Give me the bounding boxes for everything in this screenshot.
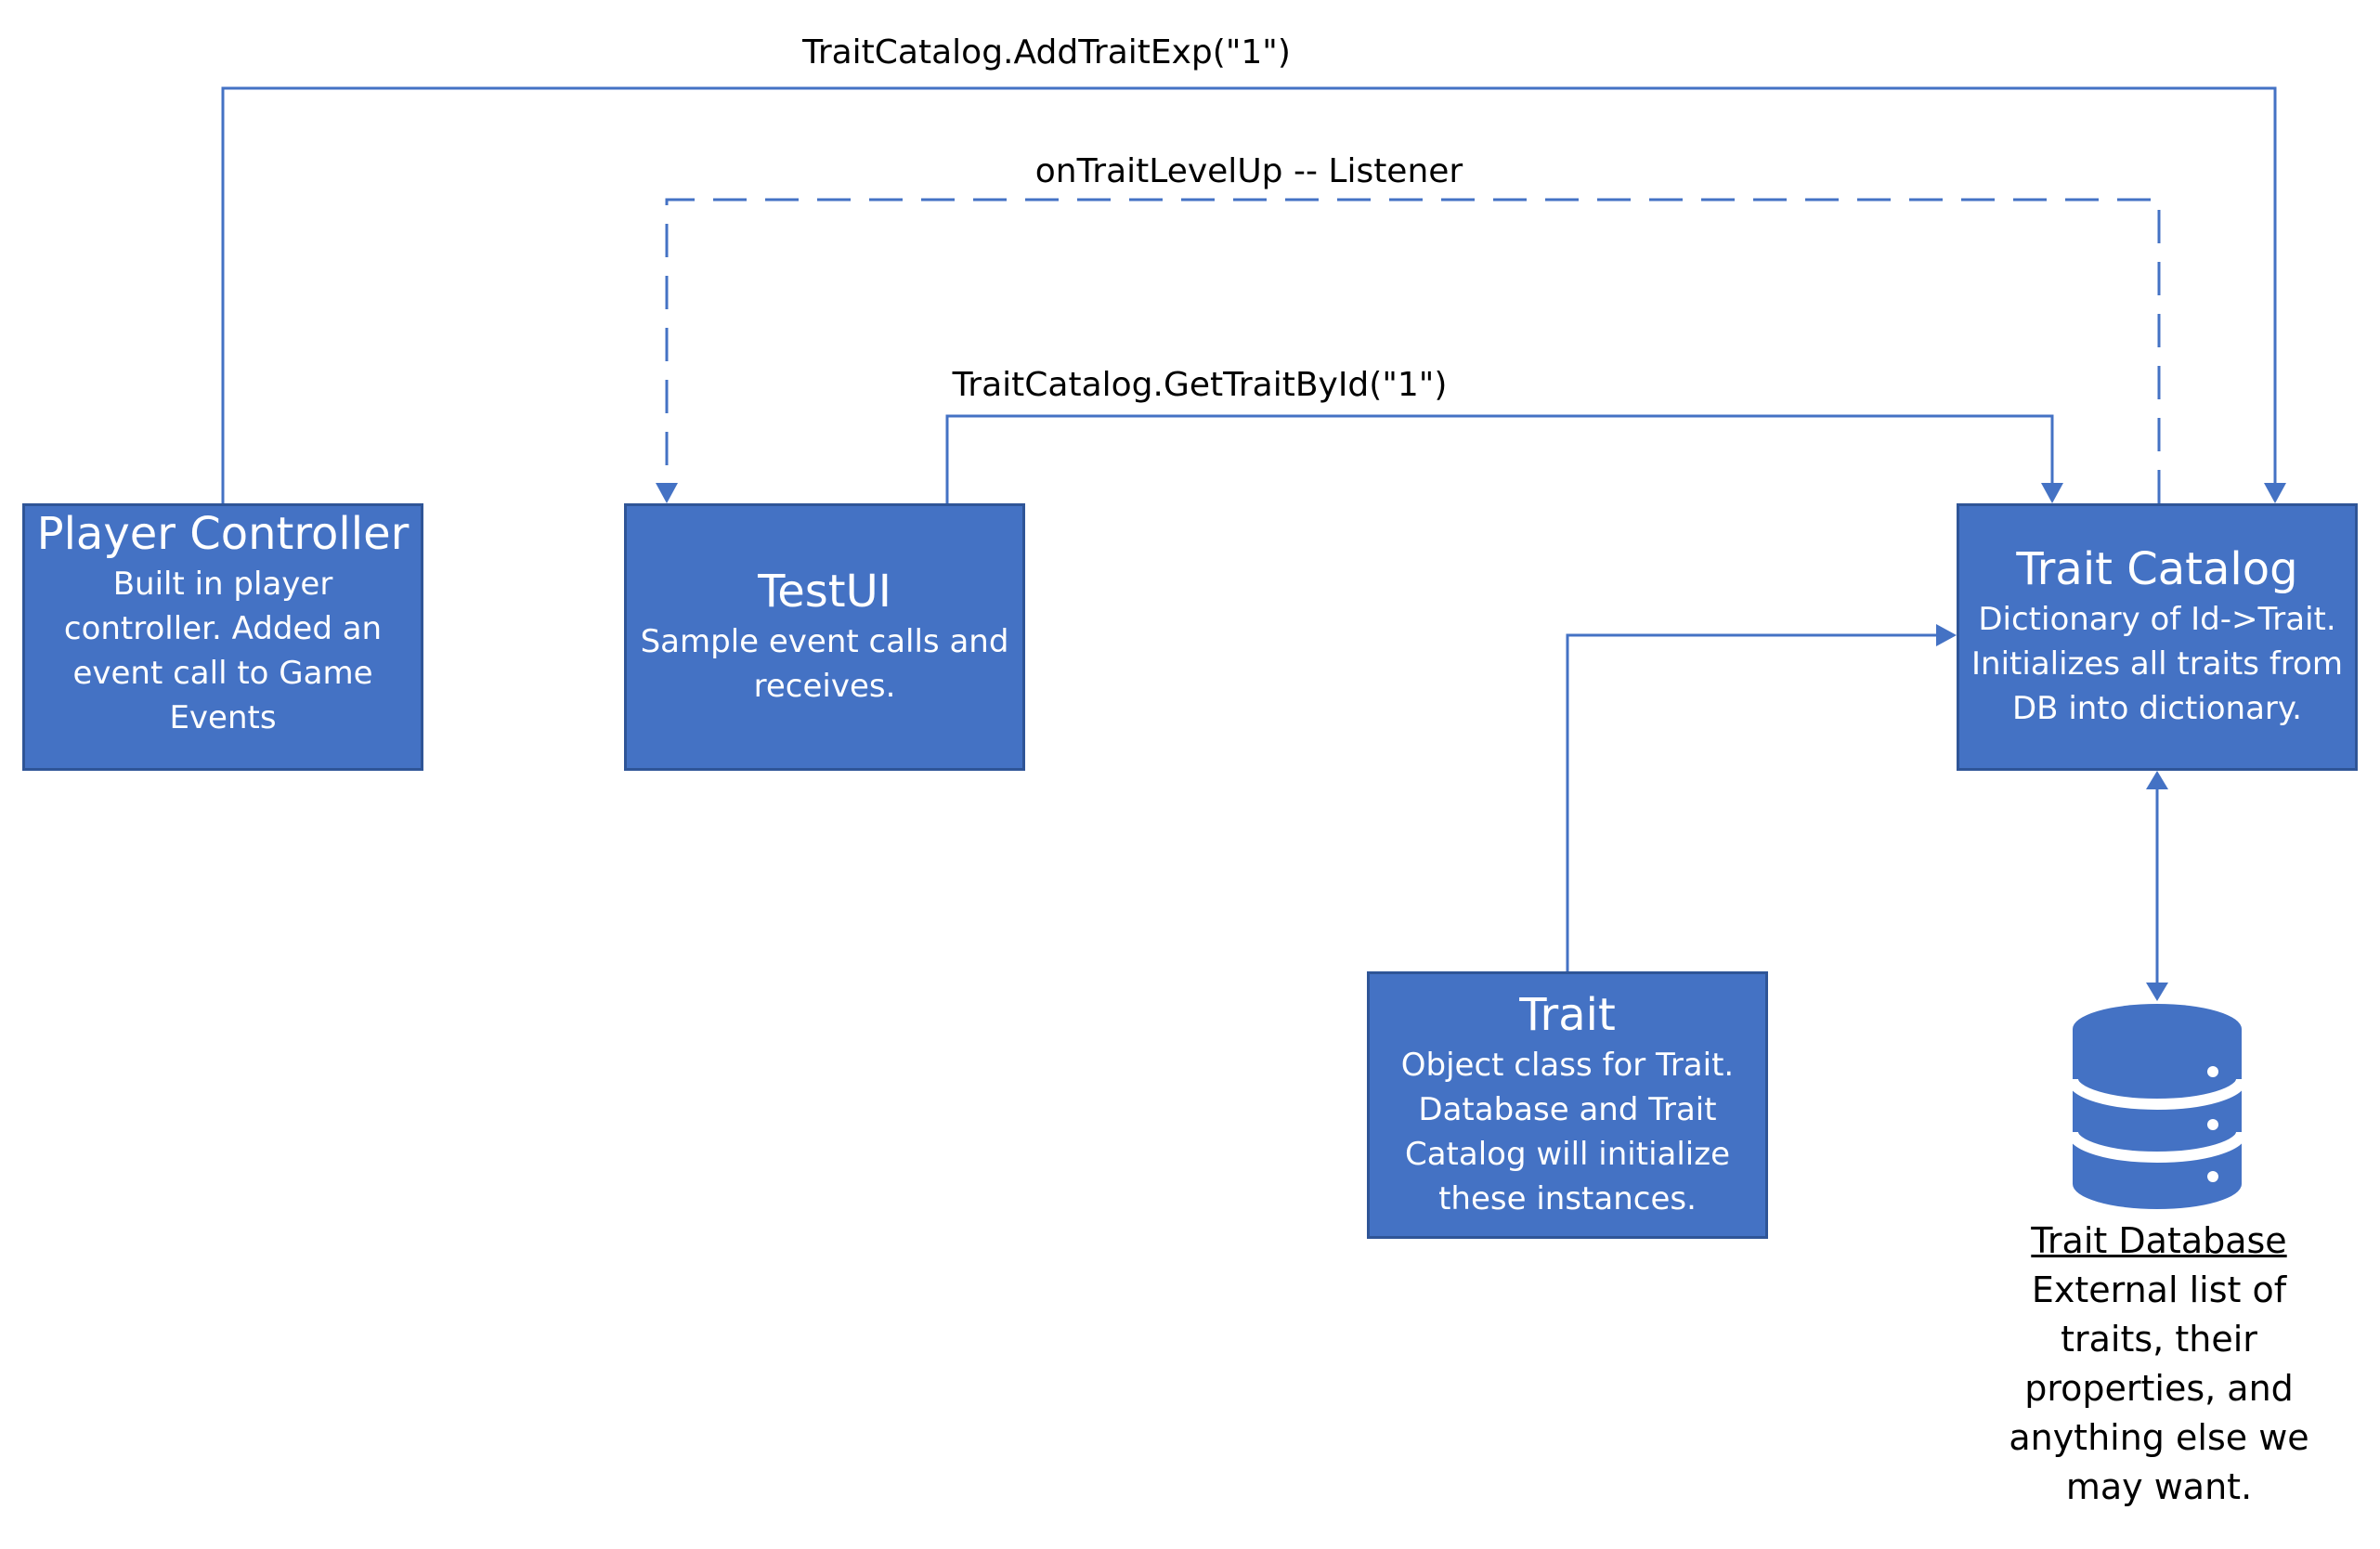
player-controller-node: Player Controller Built in player contro…	[22, 503, 423, 771]
trait-catalog-node: Trait Catalog Dictionary of Id->Trait. I…	[1957, 503, 2358, 771]
edge-trait-to-catalog	[1566, 633, 1950, 971]
edge-label-get-trait-by-id: TraitCatalog.GetTraitById("1")	[946, 366, 1453, 405]
arrowhead-add-trait-exp	[2264, 483, 2286, 503]
edge-label-add-trait-exp: TraitCatalog.AddTraitExp("1")	[797, 33, 1296, 72]
trait-node: Trait Object class for Trait. Database a…	[1367, 971, 1768, 1239]
arrowhead-get-trait-by-id	[2041, 483, 2063, 503]
arrowhead-catalog-end	[2146, 771, 2168, 789]
trait-title: Trait	[1519, 989, 1616, 1042]
arrowhead-database-end	[2146, 983, 2168, 1001]
trait-database-description: External list of traits, their propertie…	[2009, 1269, 2309, 1507]
edge-on-trait-level-up	[665, 198, 2161, 503]
trait-catalog-title: Trait Catalog	[2016, 543, 2298, 596]
testui-title: TestUI	[758, 566, 891, 618]
player-controller-title: Player Controller	[36, 508, 410, 560]
testui-description: Sample event calls and receives.	[640, 622, 1009, 705]
database-icon	[2067, 1004, 2247, 1209]
trait-database-caption: Trait Database External list of traits, …	[2001, 1217, 2317, 1512]
trait-catalog-description: Dictionary of Id->Trait. Initializes all…	[1971, 600, 2343, 727]
trait-database-title: Trait Database	[2031, 1220, 2287, 1261]
testui-node: TestUI Sample event calls and receives.	[624, 503, 1025, 771]
player-controller-description: Built in player controller. Added an eve…	[63, 565, 383, 736]
arrowhead-trait-to-catalog	[1936, 624, 1957, 646]
edge-add-trait-exp	[221, 86, 2277, 503]
edge-get-trait-by-id	[945, 414, 2054, 503]
arrowhead-on-trait-level-up	[656, 483, 678, 503]
trait-description: Object class for Trait. Database and Tra…	[1400, 1046, 1735, 1217]
edge-label-on-trait-level-up: onTraitLevelUp -- Listener	[1029, 152, 1469, 191]
